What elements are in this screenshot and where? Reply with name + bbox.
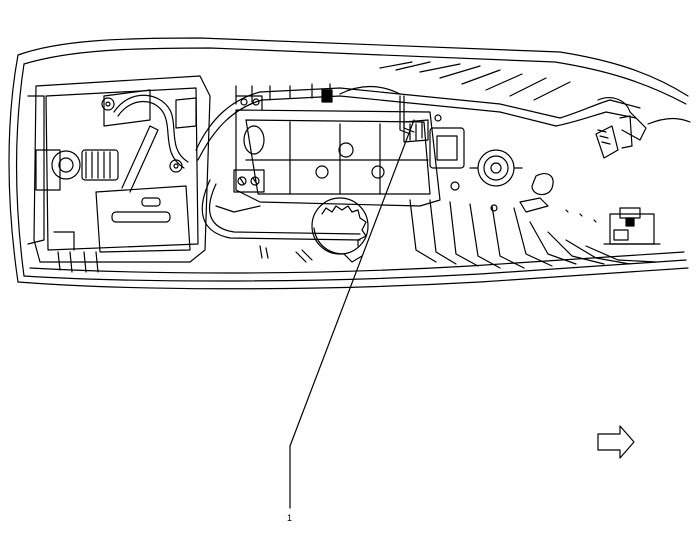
right-connectors (565, 97, 691, 245)
front-module (27, 75, 211, 273)
callout-label-1: 1 (287, 513, 292, 523)
center-bracket (233, 95, 441, 207)
round-sensor (469, 149, 554, 196)
misc-parts (215, 205, 313, 263)
connector-module (403, 114, 465, 191)
outer-shell (8, 37, 689, 290)
callout-leader-line (289, 119, 415, 509)
right-arrow-icon (597, 425, 635, 459)
gear-actuator (311, 197, 369, 263)
wire-harness (113, 83, 641, 241)
lower-ribs (409, 197, 657, 269)
upper-ribs (379, 61, 571, 101)
